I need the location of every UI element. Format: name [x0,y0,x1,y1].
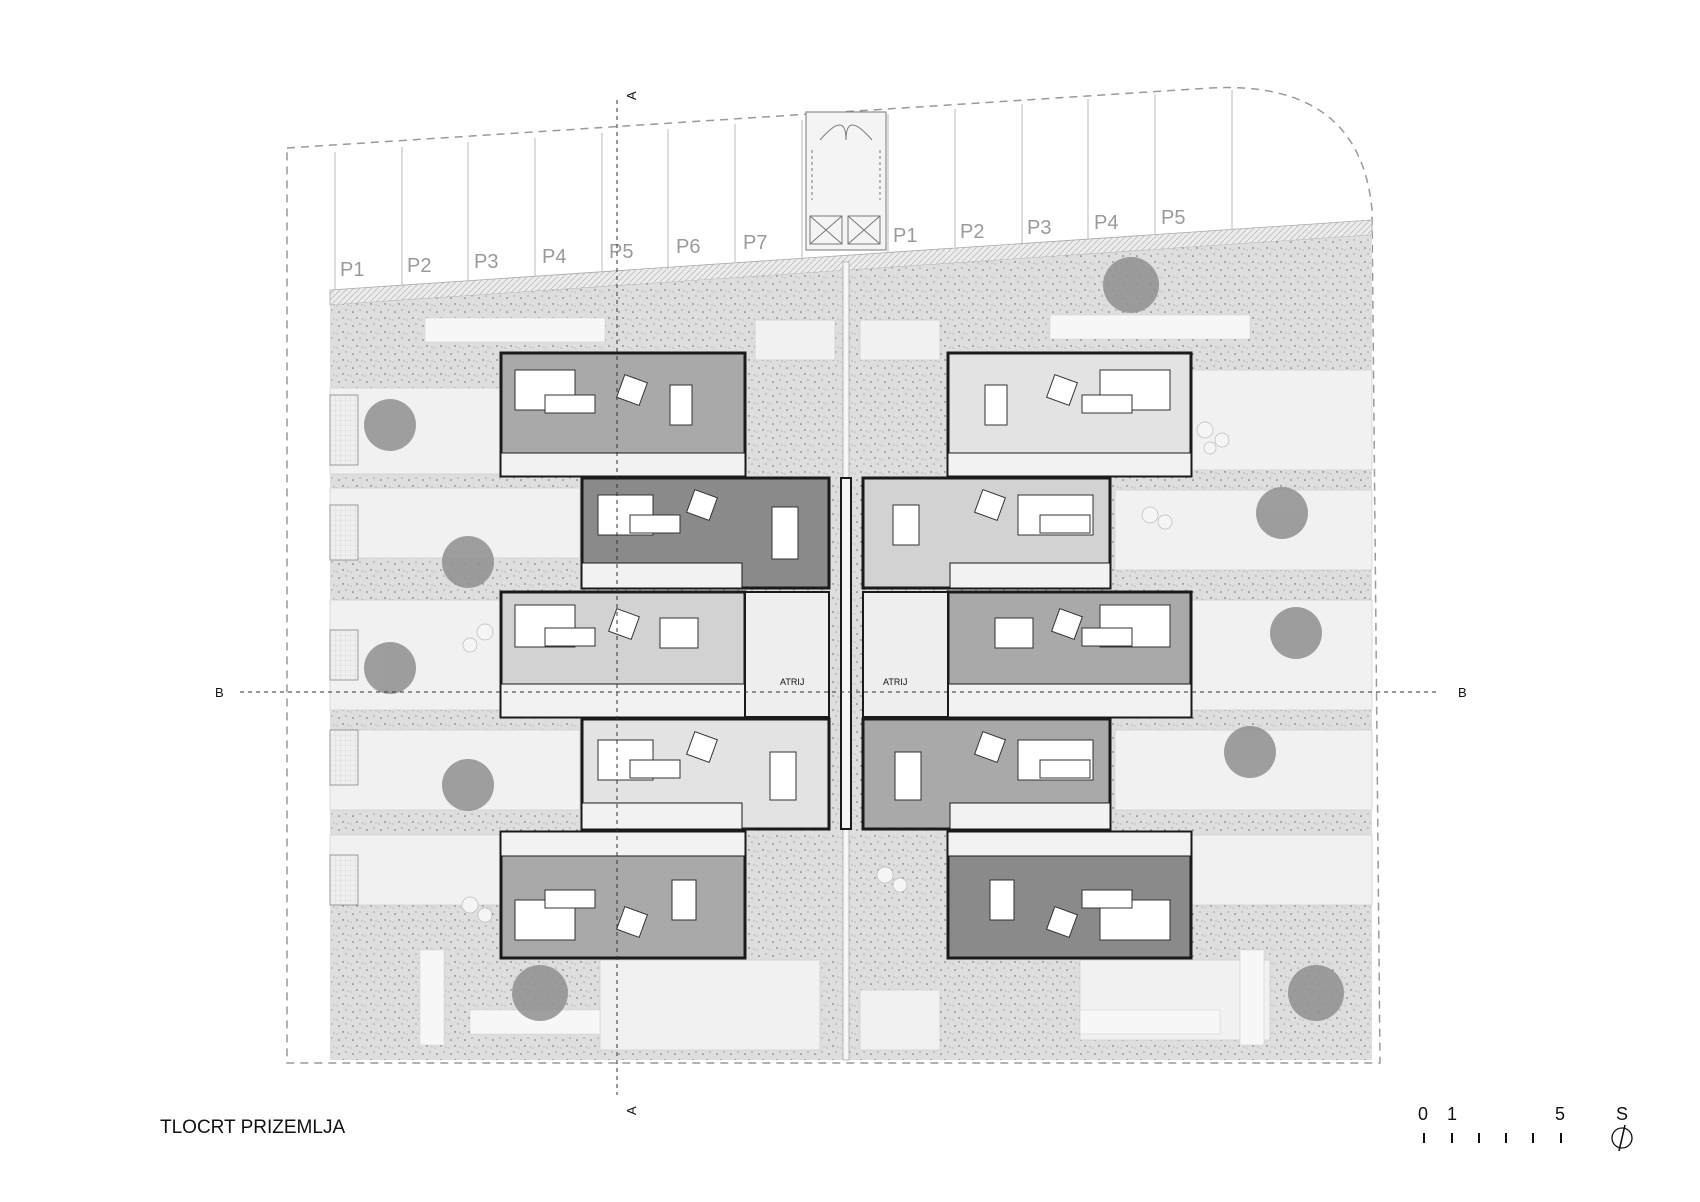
tree-icon [1103,257,1159,313]
scale-label: 1 [1447,1104,1457,1124]
furniture [514,369,1171,941]
section-lines [240,100,1440,1095]
garden-paths [329,319,1373,1051]
parking-labels-right: P1 P2 P3 P4 P5 [893,207,1185,247]
parking-label: P4 [1094,212,1118,234]
tree-icon [442,759,494,811]
trees [364,257,1344,1021]
waste-shelter [805,111,887,251]
scale-label: 5 [1555,1104,1565,1124]
section-mark-b-right: B [1458,685,1467,700]
tree-icon [364,642,416,694]
tree-icon [1288,965,1344,1021]
tree-icon [442,536,494,588]
tree-icon [512,965,568,1021]
compass-icon [1611,1127,1633,1149]
tree-icon [1256,487,1308,539]
parking-label: P2 [960,221,984,243]
section-mark-a-bottom: A [624,1106,639,1115]
tree-icon [1224,726,1276,778]
central-wall [840,477,852,830]
parking-label: P5 [1161,207,1185,229]
parking-label: P3 [474,251,498,273]
scale-bar: 0 1 5 [1418,1104,1565,1143]
parking-label: P5 [609,241,633,263]
atrium [744,591,949,718]
parking-label: P2 [407,255,431,277]
parking-label: P1 [893,225,917,247]
drawing-title: TLOCRT PRIZEMLJA [160,1117,345,1138]
atrium-label: ATRIJ [883,677,907,687]
parking-label: P3 [1027,217,1051,239]
section-mark-b-left: B [215,685,224,700]
parking-label: P4 [542,246,566,268]
house-units: ATRIJ ATRIJ [499,351,1193,960]
terrace-strips [419,314,1265,1046]
atrium-label: ATRIJ [780,677,804,687]
section-mark-a-top: A [624,91,639,100]
parking-label: P7 [743,232,767,254]
north-label: S [1616,1104,1628,1124]
parking-label: P1 [340,259,364,281]
scale-label: 0 [1418,1104,1428,1124]
parking-labels-left: P1 P2 P3 P4 P5 P6 P7 [340,232,767,281]
site-boundary [286,86,1381,1064]
north-arrow: S [1611,1104,1633,1152]
tree-icon [1270,607,1322,659]
section-marks: A A B B [215,91,1467,1115]
parking-dividers [334,90,1233,290]
parking-label: P6 [676,236,700,258]
entrance-steps [329,394,359,906]
tree-icon [364,399,416,451]
parking-area: P1 P2 P3 P4 P5 P6 P7 P1 P2 P3 P4 P5 [329,90,1373,306]
